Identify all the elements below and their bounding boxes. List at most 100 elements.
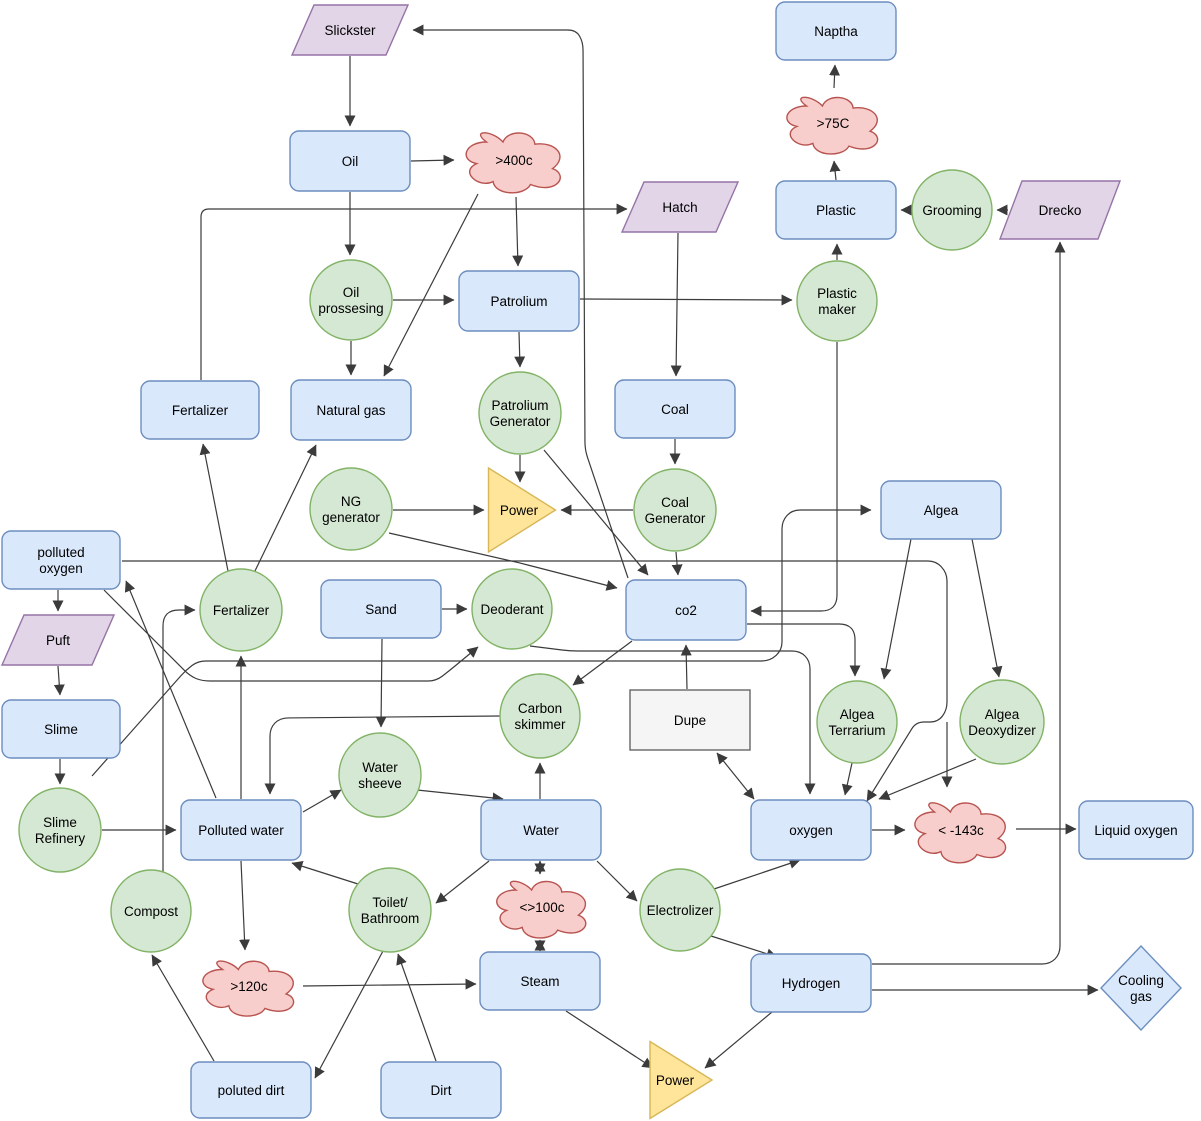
edge-fert2-to-fertrect [199, 443, 229, 572]
node-label-dirt: Dirt [431, 1083, 452, 1098]
edge-compost-to-fert2 [162, 604, 196, 872]
node-dupe: Dupe [629, 689, 751, 751]
edge-layer [52, 24, 1099, 1079]
node-slickster: Slickster [290, 4, 410, 56]
node-steam: Steam [479, 951, 601, 1011]
node-label-co2: co2 [675, 603, 697, 618]
node-deoderant: Deoderant [471, 568, 553, 650]
edge-pollwater-to-c120 [239, 860, 251, 951]
edge-algea-to-terrarium [880, 538, 912, 680]
node-label-drecko: Drecko [1039, 203, 1082, 218]
node-puft: Puft [0, 614, 116, 666]
edge-hydrogen-to-drecko [872, 241, 1066, 965]
node-label-patrolium: Patrolium [490, 294, 547, 309]
node-label-c120: >120c [230, 979, 267, 994]
node-natgas: Natural gas [290, 379, 412, 441]
edge-coalgen-to-co2 [671, 551, 683, 576]
node-drecko: Drecko [998, 180, 1122, 240]
edge-electrolizer-to-oxygen [713, 858, 801, 890]
edge-water-to-electrolizer [596, 860, 638, 902]
node-label-oxygen: oxygen [789, 823, 833, 838]
node-oil: Oil [289, 130, 411, 192]
node-algea: Algea [880, 480, 1002, 540]
node-label-slickster: Slickster [324, 23, 376, 38]
node-sand: Sand [320, 579, 442, 639]
edge-deoxydizer-to-oxygen [878, 758, 977, 801]
node-label-toilet: Toilet/Bathroom [361, 895, 420, 926]
node-label-m143: < -143c [938, 823, 984, 838]
edge-dupe-to-co2 [680, 644, 692, 690]
node-label-fertrect: Fertalizer [172, 403, 229, 418]
node-label-c100: <>100c [519, 900, 564, 915]
edge-plasticmaker-to-co2 [750, 342, 838, 617]
edge-terrarium-to-oxygen [841, 762, 853, 796]
node-label-algea: Algea [924, 503, 959, 518]
edge-co2-to-skimmer [572, 640, 633, 686]
node-label-steam: Steam [520, 974, 559, 989]
edge-patgen-to-co2 [543, 449, 649, 576]
edge-c120-to-steam [302, 978, 477, 990]
node-hydrogen: Hydrogen [750, 953, 872, 1013]
edge-c75-to-naptha [829, 64, 841, 89]
node-label-plastic: Plastic [816, 203, 856, 218]
edge-patrolium-to-patgen [514, 331, 526, 368]
node-slime: Slime [1, 699, 121, 759]
edge-hatch-to-coal [670, 232, 682, 377]
node-grooming: Grooming [911, 169, 993, 251]
node-electrolizer: Electrolizer [639, 868, 721, 952]
node-label-poldirt: poluted dirt [218, 1083, 285, 1098]
edge-pollwater-to-sheeve [302, 789, 342, 813]
node-label-fert2: Fertalizer [213, 603, 270, 618]
node-label-c400: >400c [495, 153, 532, 168]
edge-fertrect-to-hatch [200, 203, 628, 380]
edge-c400-to-natgas [383, 193, 479, 377]
node-label-hydrogen: Hydrogen [782, 976, 841, 991]
node-liquidox: Liquid oxygen [1078, 800, 1194, 860]
edge-oil-to-c400 [410, 154, 455, 166]
node-label-power1: Power [500, 503, 539, 518]
node-naptha: Naptha [775, 1, 897, 61]
node-c75: >75C [786, 96, 879, 155]
edge-pollox-to-oxygen [122, 560, 948, 802]
node-m143: < -143c [914, 802, 1007, 864]
node-c120: >120c [202, 960, 295, 1017]
edge-skimmer-to-pollwater [264, 715, 501, 795]
edge-sand-to-sheeve [375, 638, 387, 728]
node-hatch: Hatch [620, 181, 740, 233]
node-co2: co2 [625, 579, 747, 641]
edge-fert2-to-natgas [253, 444, 317, 574]
edge-patrolium-to-plasticmaker [579, 294, 793, 306]
node-c400: >400c [465, 132, 561, 194]
edge-c400-to-patrolium [512, 196, 524, 267]
node-label-oil: Oil [342, 154, 359, 169]
edge-pollox-to-deoderant [103, 589, 479, 682]
node-label-deoderant: Deoderant [480, 602, 543, 617]
node-label-c75: >75C [817, 116, 850, 131]
node-power1: Power [487, 466, 557, 554]
edge-algea-to-deoxydizer [971, 538, 1003, 678]
edge-plastic-to-c75 [829, 160, 841, 181]
node-toilet: Toilet/Bathroom [348, 867, 432, 953]
edge-steam-to-power2 [565, 1010, 654, 1069]
node-label-electrolizer: Electrolizer [647, 903, 714, 918]
edge-toilet-to-poldirt [314, 950, 384, 1079]
